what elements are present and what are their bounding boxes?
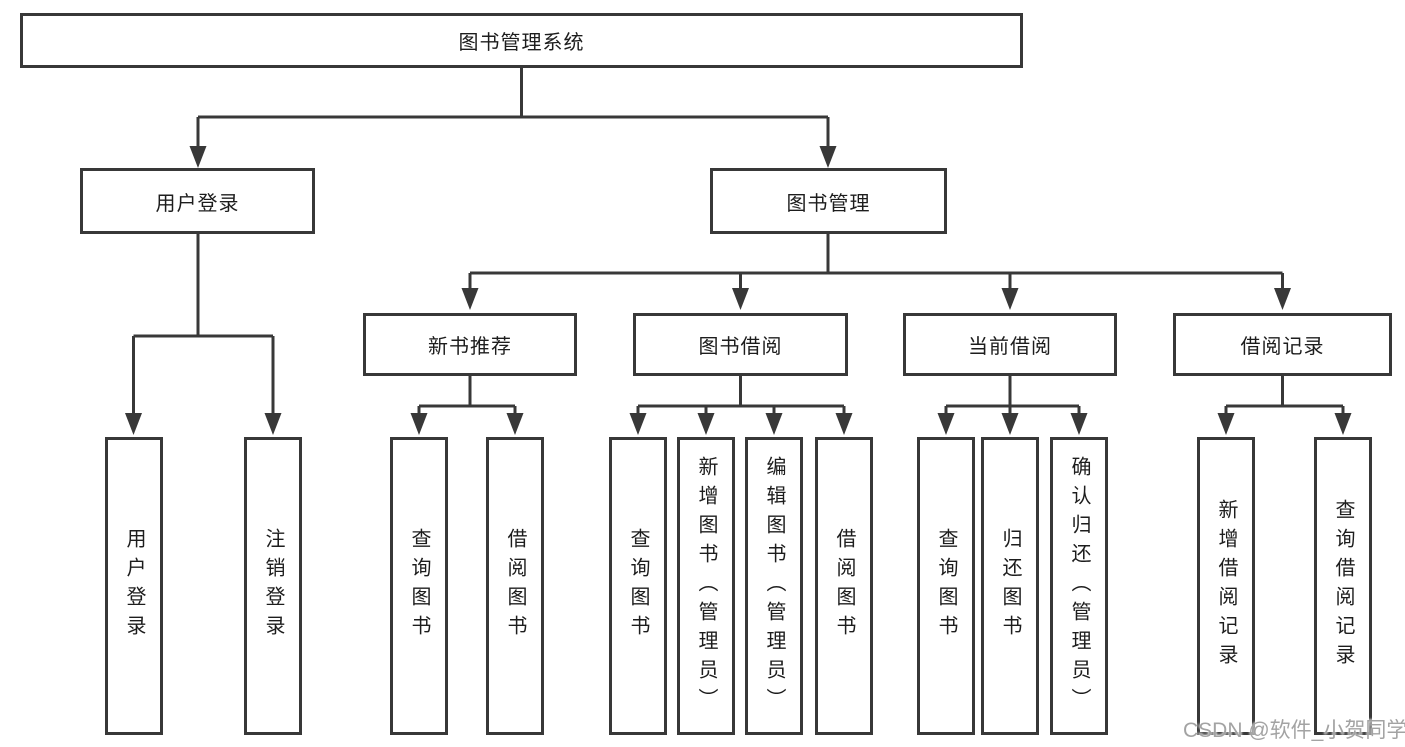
connector-strokes [132,68,1345,413]
node-label: 查询图书 [935,528,957,644]
node-new-book-recommendation: 新书推荐 [363,313,577,376]
node-book-management: 图书管理 [710,168,947,234]
node-label: 用户登录 [123,528,145,644]
node-label: 注销登录 [262,528,284,644]
csdn-watermark: CSDN @软件_小贺同学 [1183,719,1405,742]
leaf-current-return-books: 归还图书 [981,437,1039,735]
node-book-borrowing: 图书借阅 [633,313,848,376]
node-label: 借阅记录 [1240,336,1325,358]
leaf-borrowing-edit-books-admin: 编辑图书（管理员） [745,437,803,735]
leaf-current-confirm-return-admin: 确认归还（管理员） [1050,437,1108,735]
leaf-records-query-borrow-record: 查询借阅记录 [1314,437,1372,735]
node-label: 用户登录 [155,192,240,215]
node-label: 图书借阅 [698,336,783,358]
node-label: 新书推荐 [428,336,512,358]
node-borrowing-records: 借阅记录 [1173,313,1392,376]
arrowheads [125,146,1352,435]
node-library-management-system: 图书管理系统 [20,13,1023,68]
node-label: 归还图书 [999,528,1021,644]
node-label: 查询借阅记录 [1332,499,1354,673]
node-label: 当前借阅 [968,336,1052,358]
leaf-borrowing-borrow-books: 借阅图书 [815,437,873,735]
node-label: 查询图书 [408,528,430,644]
leaf-recommend-borrow-books: 借阅图书 [486,437,544,735]
node-label: 借阅图书 [504,528,526,644]
node-label: 查询图书 [627,528,649,644]
node-label: 图书管理系统 [458,32,585,54]
node-label: 编辑图书（管理员） [763,455,785,717]
leaf-logout: 注销登录 [244,437,302,735]
leaf-records-add-borrow-record: 新增借阅记录 [1197,437,1255,735]
leaf-borrowing-query-books: 查询图书 [609,437,667,735]
node-label: 借阅图书 [833,528,855,644]
node-label: 确认归还（管理员） [1068,455,1090,717]
leaf-user-login: 用户登录 [105,437,163,735]
leaf-recommend-query-books: 查询图书 [390,437,448,735]
leaf-borrowing-add-books-admin: 新增图书（管理员） [677,437,735,735]
node-label: 新增借阅记录 [1215,499,1237,673]
node-user-login: 用户登录 [80,168,315,234]
node-label: 图书管理 [786,192,871,215]
node-label: 新增图书（管理员） [695,455,717,717]
leaf-current-query-books: 查询图书 [917,437,975,735]
node-current-borrowing: 当前借阅 [903,313,1117,376]
